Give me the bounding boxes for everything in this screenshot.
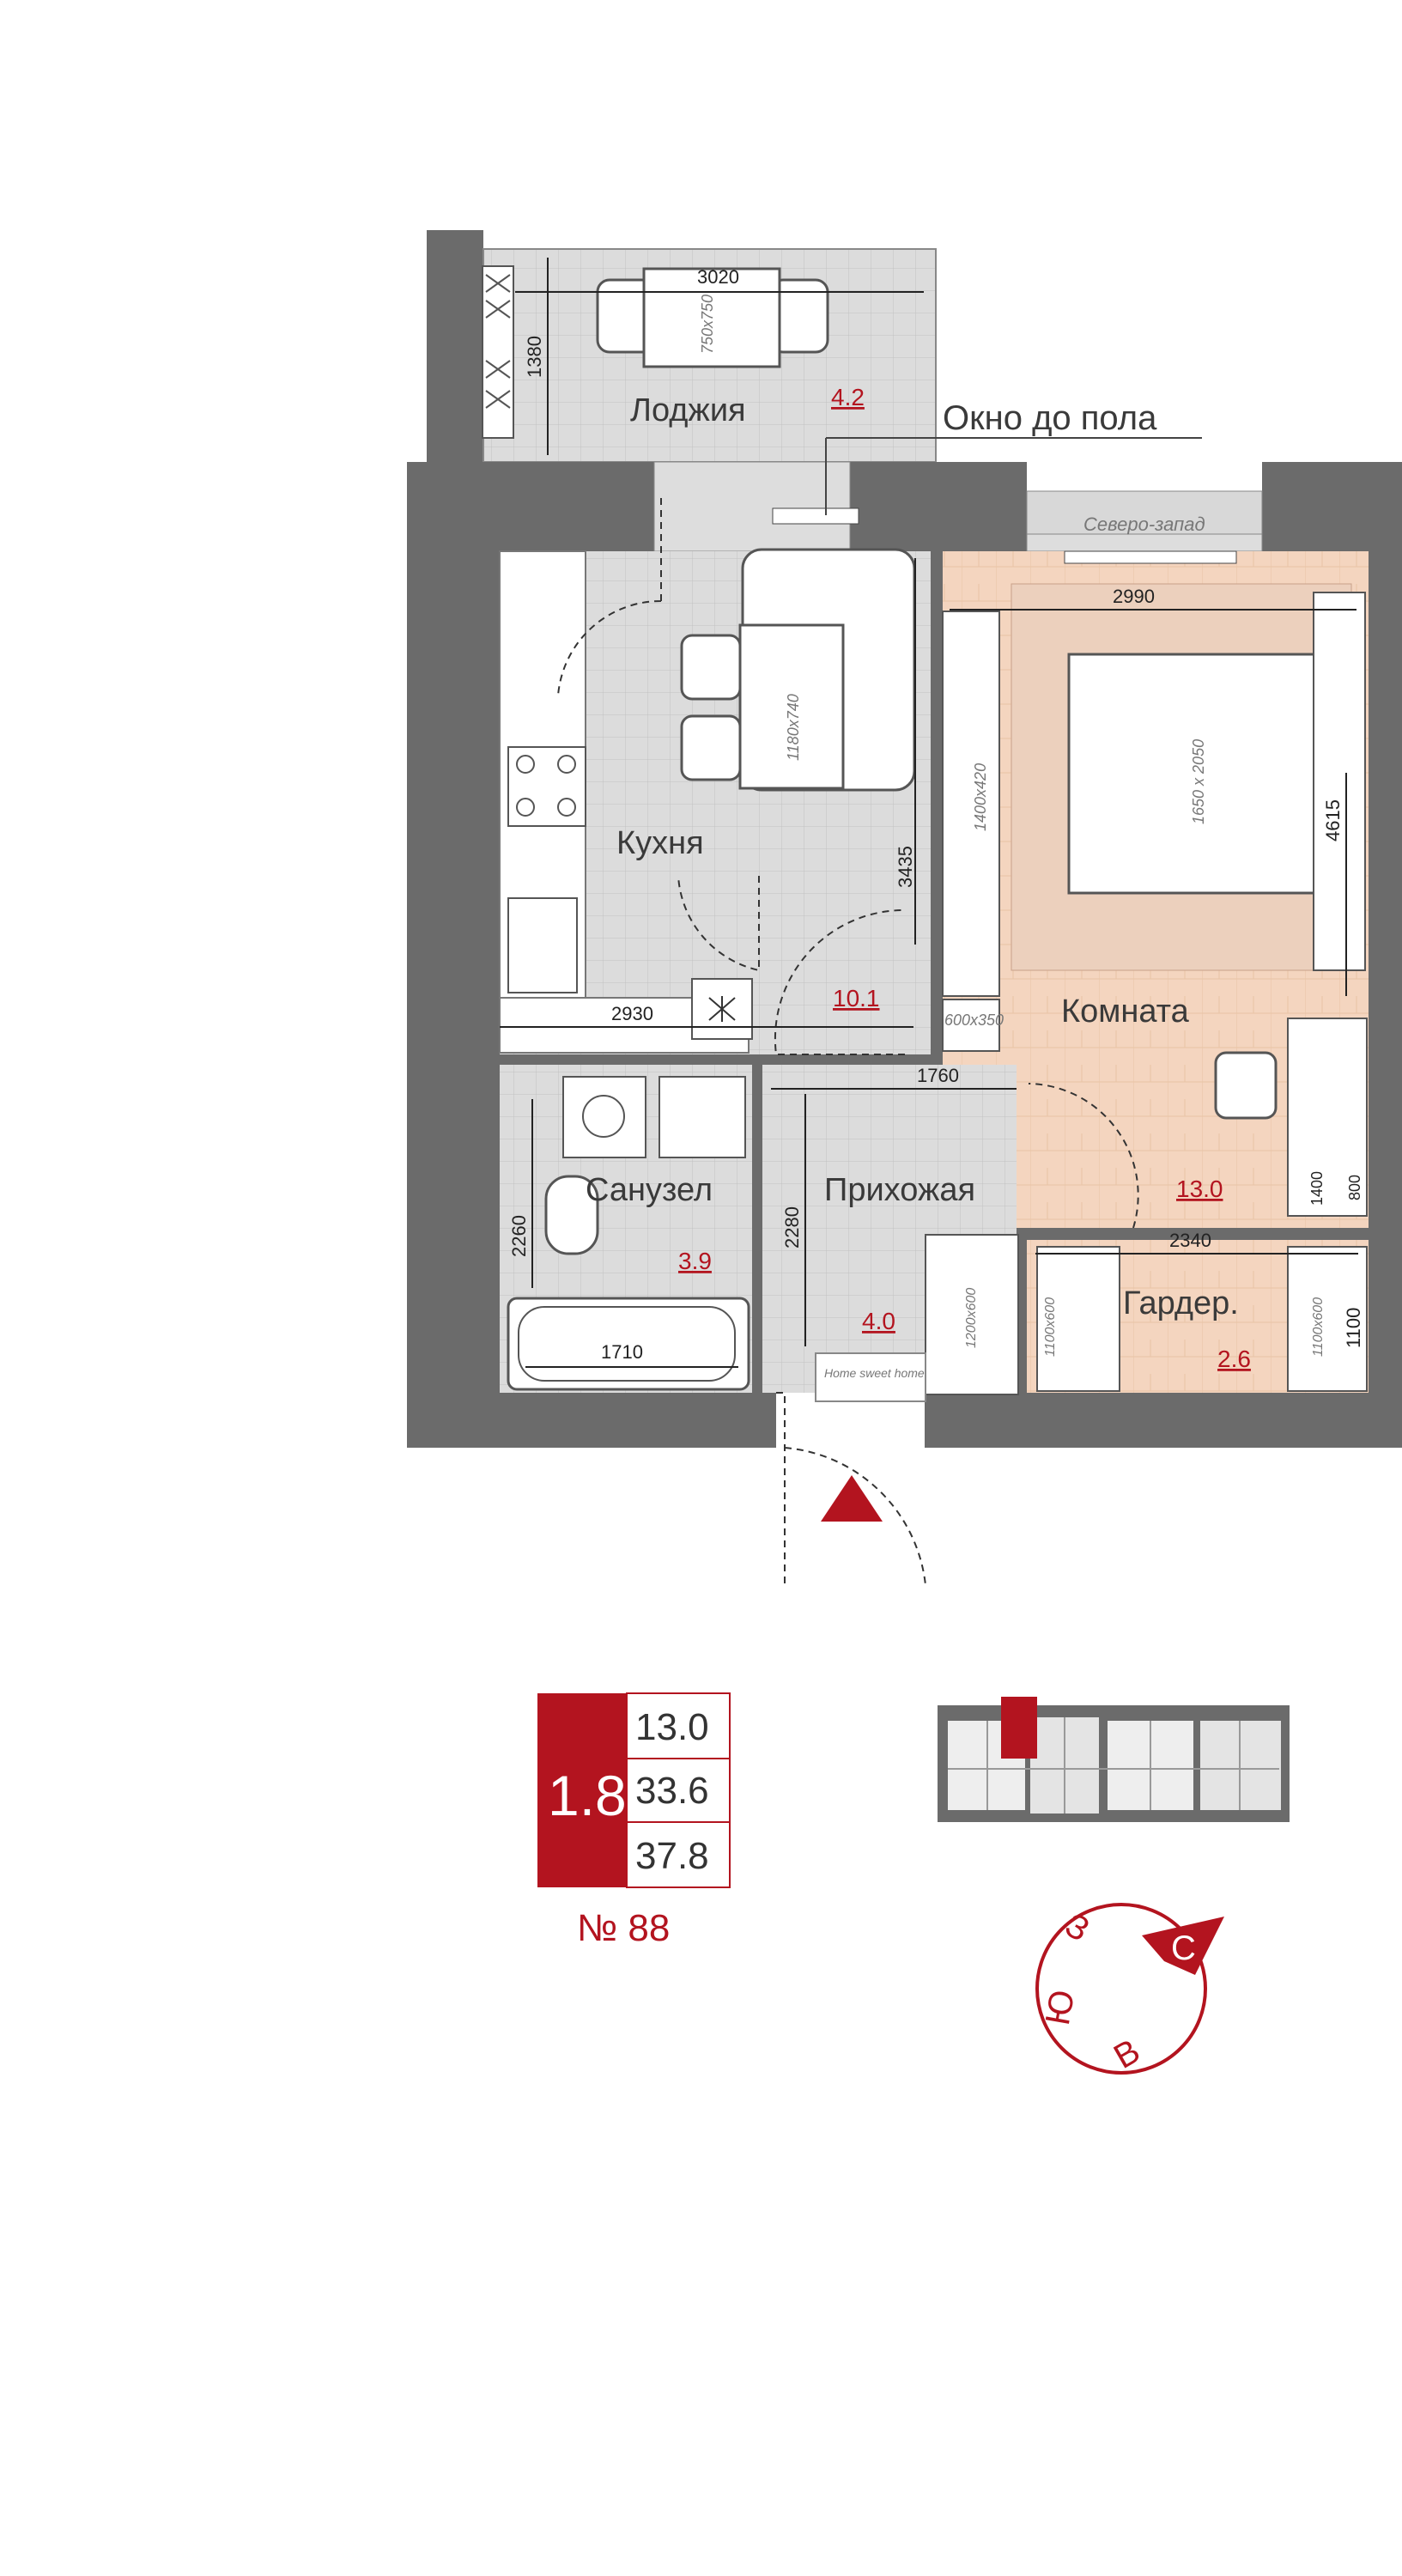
area-kitchen: 10.1 <box>833 985 880 1012</box>
compass-south: Ю <box>1039 1987 1082 2027</box>
compass-north: С <box>1171 1929 1196 1967</box>
dim-room-width: 2990 <box>1113 586 1155 607</box>
orientation-plate <box>1026 490 1263 535</box>
shelf-right-size: 1100x600 <box>1311 1297 1326 1357</box>
dim-wardrobe-shelf: 1100 <box>1343 1308 1364 1348</box>
dim-wardrobe-width: 2340 <box>1169 1230 1211 1251</box>
apartment-highlight <box>1001 1697 1037 1759</box>
rooms-label: 1.8 <box>548 1764 627 1827</box>
bathroom <box>500 1065 752 1393</box>
room-name-wardrobe: Гардер. <box>1123 1285 1239 1321</box>
dim-bath-depth: 2260 <box>508 1215 530 1257</box>
orientation-plate-text: Северо-запад <box>1083 513 1205 535</box>
total-area: 33.6 <box>635 1770 709 1812</box>
room-name-hall: Прихожая <box>824 1172 975 1208</box>
living-area: 13.0 <box>635 1706 709 1748</box>
area-hall: 4.0 <box>862 1308 895 1334</box>
north-arrow-icon <box>1142 1917 1224 1975</box>
kitchen-table-size: 1180x740 <box>785 694 802 761</box>
shelf-left-size: 1100x600 <box>1043 1297 1058 1357</box>
walls <box>407 462 1402 1448</box>
dim-kitchen-depth: 3435 <box>895 846 916 888</box>
area-loggia: 4.2 <box>831 384 865 410</box>
area-wardrobe: 2.6 <box>1217 1346 1251 1372</box>
kitchen <box>499 498 931 1055</box>
dim-hall-width: 1760 <box>917 1065 959 1086</box>
dim-desk-w: 1400 <box>1308 1171 1326 1206</box>
dresser-size: 600x350 <box>944 1012 1004 1029</box>
room-name-room: Комната <box>1061 993 1190 1030</box>
hall-closet-size: 1200x600 <box>964 1288 979 1348</box>
area-bath: 3.9 <box>678 1248 712 1274</box>
doormat-text: Home sweet home <box>824 1366 925 1380</box>
compass <box>1035 1903 1224 2075</box>
dim-loggia-depth: 1380 <box>524 336 545 378</box>
dimension-lines <box>500 258 1358 1368</box>
closet-size: 1400x420 <box>972 763 989 831</box>
area-room: 13.0 <box>1176 1176 1223 1202</box>
building-key-plan <box>938 1697 1290 1822</box>
wardrobe <box>1027 1240 1369 1393</box>
apartment-number: № 88 <box>577 1907 670 1949</box>
room-name-loggia: Лоджия <box>630 392 746 428</box>
loggia-table-size: 750x750 <box>699 295 716 354</box>
bed-size: 1650 x 2050 <box>1190 739 1207 824</box>
dim-desk-d: 800 <box>1346 1175 1363 1200</box>
compass-west: З <box>1059 1906 1096 1949</box>
dim-room-depth: 4615 <box>1322 799 1344 841</box>
dim-bathtub-length: 1710 <box>601 1341 643 1363</box>
dim-kitchen-width: 2930 <box>611 1003 653 1024</box>
dim-loggia-width: 3020 <box>697 266 739 288</box>
loggia <box>427 230 937 472</box>
room-name-bath: Санузел <box>586 1172 713 1208</box>
window-note: Окно до пола <box>943 399 1157 437</box>
summary-block <box>537 1692 731 1888</box>
dim-hall-depth: 2280 <box>781 1206 803 1249</box>
room-name-kitchen: Кухня <box>616 825 704 861</box>
area-with-loggia: 37.8 <box>635 1835 709 1877</box>
entrance-arrow-icon <box>821 1475 883 1522</box>
